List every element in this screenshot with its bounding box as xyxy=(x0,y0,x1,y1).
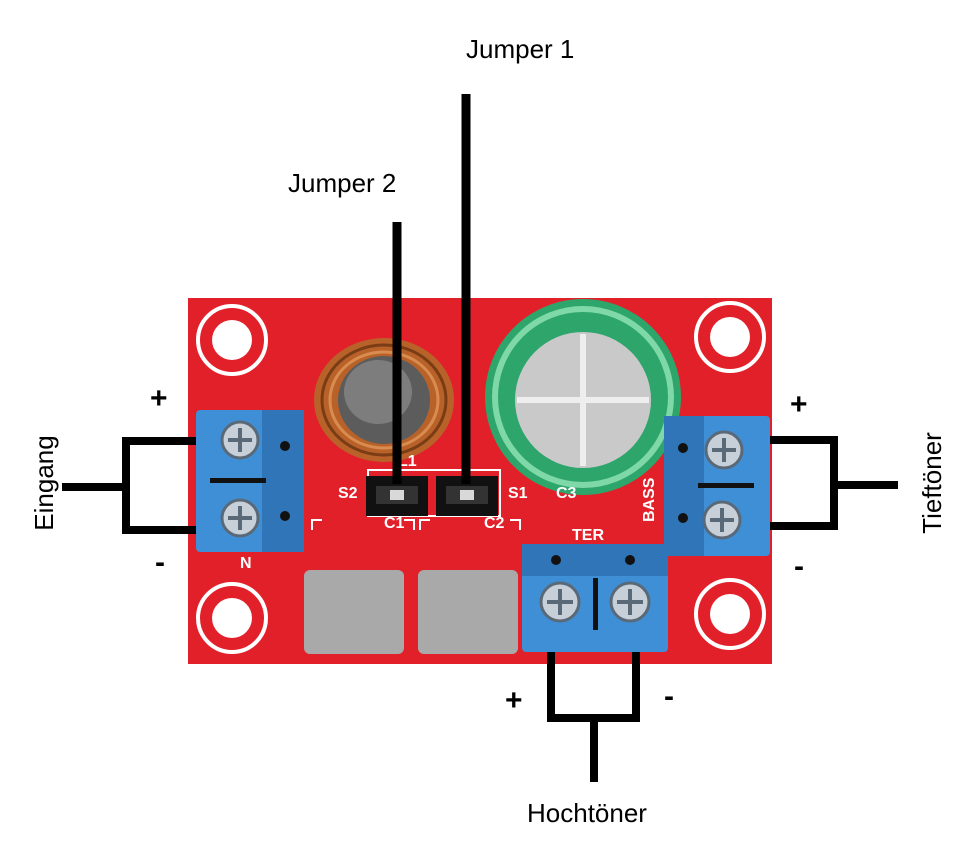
terminal-block-woofer xyxy=(664,416,770,556)
tweeter-wire xyxy=(547,652,640,782)
silk-c2: C2 xyxy=(484,515,505,532)
label-woofer: Tieftöner xyxy=(917,432,947,534)
mounting-hole-bottom-right xyxy=(694,578,766,650)
input-plus-sign: + xyxy=(150,382,168,415)
silk-s1: S1 xyxy=(508,485,528,502)
woofer-wire xyxy=(770,436,898,530)
jumper-header-2 xyxy=(366,476,428,516)
silk-s2: S2 xyxy=(338,485,358,502)
terminal-block-input xyxy=(196,410,304,552)
silk-c1: C1 xyxy=(384,515,405,532)
woofer-plus-sign: + xyxy=(790,388,808,421)
mounting-hole-top-right xyxy=(694,301,766,373)
inductor-coil xyxy=(314,338,454,462)
capacitor xyxy=(485,299,681,495)
label-input: Eingang xyxy=(29,435,59,531)
silk-n: N xyxy=(240,555,252,572)
tweeter-plus-sign: + xyxy=(505,684,523,717)
label-tweeter: Hochtöner xyxy=(527,798,647,828)
silk-ter: TER xyxy=(572,527,604,544)
silk-c3: C3 xyxy=(556,485,577,502)
silk-bass: BASS xyxy=(641,477,658,522)
mounting-hole-top-left xyxy=(196,304,268,376)
input-wire xyxy=(62,437,196,534)
silk-l1: L1 xyxy=(398,453,417,470)
woofer-minus-sign: - xyxy=(794,550,804,583)
label-jumper-1: Jumper 1 xyxy=(466,34,575,64)
tweeter-minus-sign: - xyxy=(664,680,674,713)
gray-pad-right xyxy=(418,570,518,654)
input-minus-sign: - xyxy=(155,546,165,579)
terminal-block-tweeter xyxy=(522,544,668,652)
gray-pad-left xyxy=(304,570,404,654)
label-jumper-2: Jumper 2 xyxy=(288,168,397,198)
mounting-hole-bottom-left xyxy=(196,582,268,654)
